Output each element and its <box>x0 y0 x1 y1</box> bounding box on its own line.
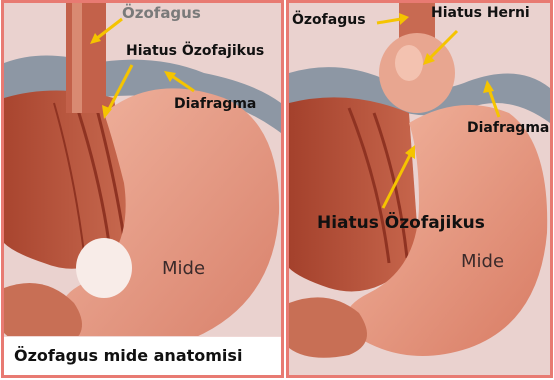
esophagus-label: Özofagus <box>122 6 201 21</box>
stomach-label: Mide <box>162 258 205 279</box>
hiatus-label-right: Hiatus Özofajikus <box>317 215 485 232</box>
hiatus-label: Hiatus Özofajikus <box>126 44 264 58</box>
diaphragm-label: Diafragma <box>174 97 256 111</box>
esophagus-label-right: Özofagus <box>292 13 366 27</box>
caption-text: Özofagus mide anatomisi <box>14 346 242 365</box>
hernia-label: Hiatus Herni <box>431 6 530 20</box>
caption-box: Özofagus mide anatomisi <box>4 336 281 375</box>
hiatal-hernia-panel: Özofagus Hiatus Herni Diafragma Hiatus Ö… <box>286 0 553 378</box>
normal-anatomy-panel: Özofagus Hiatus Özofajikus Diafragma Mid… <box>1 0 284 378</box>
diaphragm-label-right: Diafragma <box>467 121 549 135</box>
stomach-label-right: Mide <box>461 251 504 272</box>
hiatal-hernia-illustration <box>289 3 550 375</box>
